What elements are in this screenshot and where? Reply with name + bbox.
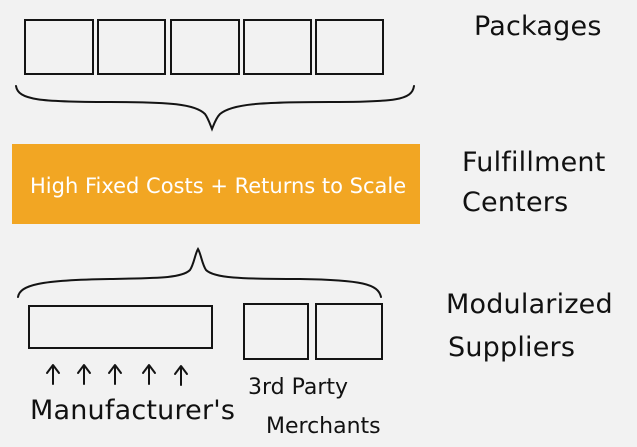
up-arrow-icon — [108, 364, 122, 385]
third-party-label-line2: Merchants — [266, 414, 381, 439]
supplier-boxes — [28, 303, 383, 360]
package-boxes — [24, 19, 384, 75]
band-label: High Fixed Costs + Returns to Scale — [30, 174, 407, 198]
merchant-box — [243, 303, 309, 360]
fulfillment-label-line1: Fulfillment — [462, 147, 606, 178]
manufacturers-label: Manufacturer's — [30, 395, 236, 426]
package-box — [315, 19, 384, 75]
packages-label: Packages — [474, 11, 602, 42]
package-box — [97, 19, 166, 75]
fulfillment-band — [12, 144, 420, 224]
upward-arrows — [46, 364, 188, 386]
package-box — [24, 19, 94, 75]
merchant-box — [315, 303, 383, 360]
package-box — [243, 19, 312, 75]
bottom-brace — [17, 247, 382, 298]
up-arrow-icon — [174, 365, 188, 386]
modularized-label-line2: Suppliers — [448, 332, 576, 363]
top-brace — [15, 85, 415, 132]
fulfillment-label-line2: Centers — [462, 187, 569, 218]
up-arrow-icon — [142, 364, 156, 385]
manufacturers-box — [28, 305, 213, 349]
modularized-label-line1: Modularized — [446, 289, 613, 320]
up-arrow-icon — [77, 364, 91, 385]
package-box — [170, 19, 240, 75]
third-party-label-line1: 3rd Party — [248, 375, 349, 400]
up-arrow-icon — [46, 364, 60, 385]
